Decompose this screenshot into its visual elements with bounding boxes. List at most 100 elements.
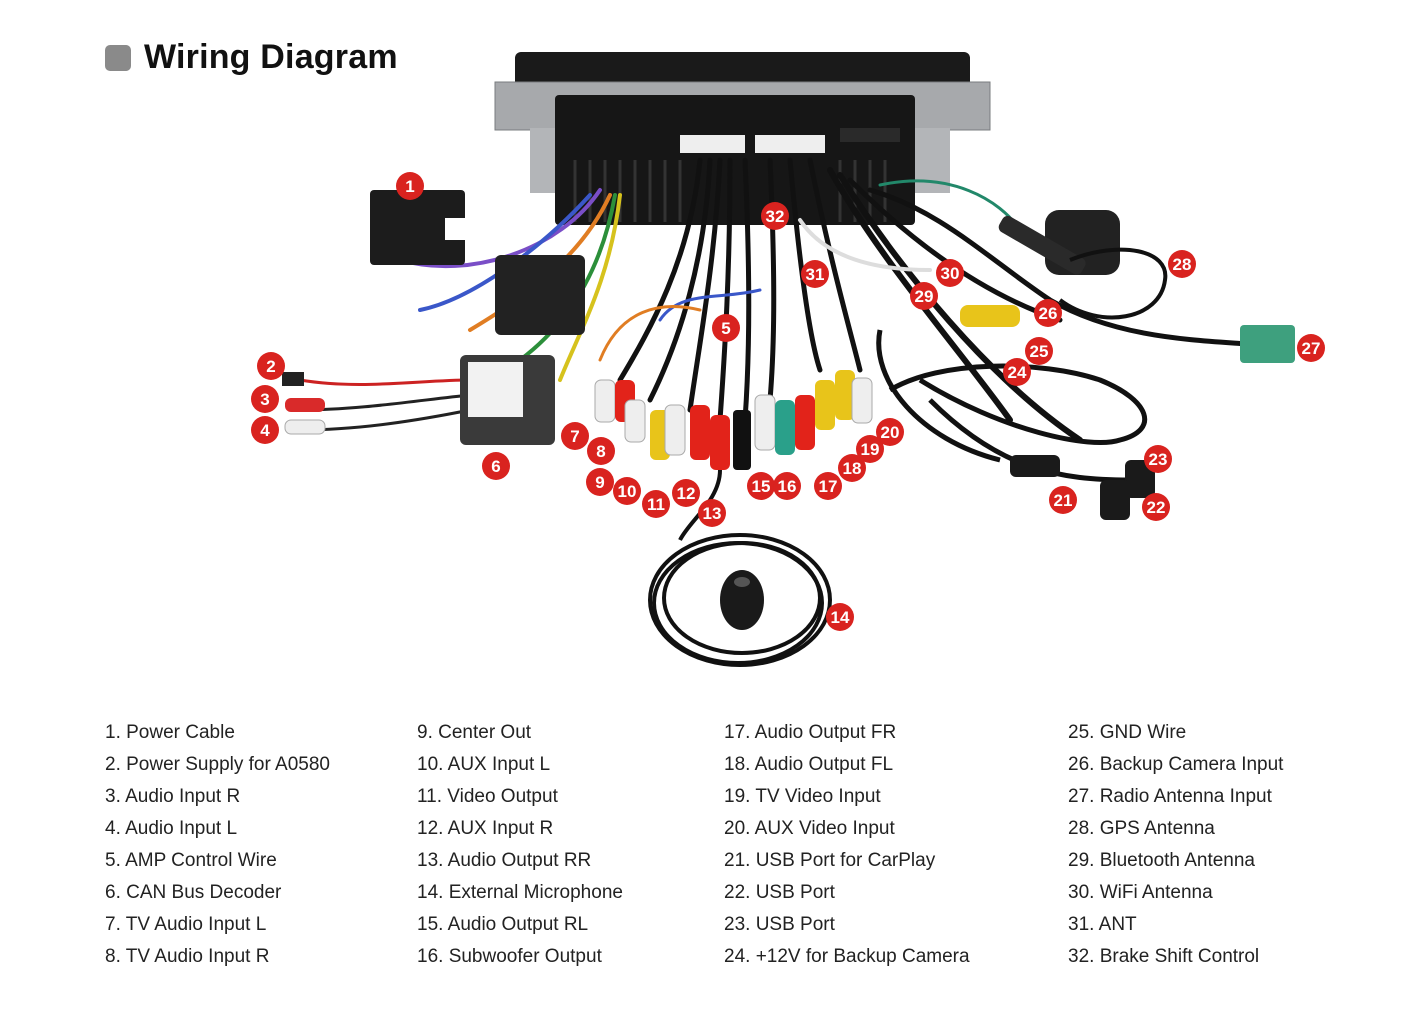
callout-17: 17 [814,472,842,500]
callout-2: 2 [257,352,285,380]
callout-24: 24 [1003,358,1031,386]
callouts: 1 2 3 4 5 6 7 8 9 10 11 12 13 14 15 16 1… [251,172,1325,631]
header-square-icon [105,44,131,71]
svg-text:20: 20 [881,423,900,442]
legend-item: 12. AUX Input R [417,818,554,839]
head-unit [494,52,991,225]
callout-28: 28 [1168,250,1196,278]
callout-1: 1 [396,172,424,200]
svg-text:21: 21 [1054,491,1073,510]
legend-item: 31. ANT [1068,914,1137,935]
callout-4: 4 [251,416,279,444]
legend-item: 17. Audio Output FR [724,722,897,743]
callout-32: 32 [761,202,789,230]
legend-column-2: 9. Center Out 10. AUX Input L 11. Video … [417,720,623,976]
callout-7: 7 [561,422,589,450]
legend-item: 11. Video Output [417,786,558,807]
legend-item: 10. AUX Input L [417,754,551,775]
svg-text:8: 8 [596,442,605,461]
legend-item: 7. TV Audio Input L [105,914,267,935]
callout-9: 9 [586,468,614,496]
callout-16: 16 [773,472,801,500]
callout-23: 23 [1144,445,1172,473]
callout-29: 29 [910,282,938,310]
callout-25: 25 [1025,337,1053,365]
legend-item: 20. AUX Video Input [724,818,895,839]
legend-item: 19. TV Video Input [724,786,881,807]
svg-text:15: 15 [752,477,771,496]
svg-text:7: 7 [570,427,579,446]
callout-10: 10 [613,477,641,505]
legend-item: 18. Audio Output FL [724,754,894,775]
callout-11: 11 [642,490,670,518]
legend-item: 9. Center Out [417,722,532,743]
svg-text:5: 5 [721,319,730,338]
callout-6: 6 [482,452,510,480]
svg-text:24: 24 [1008,363,1027,382]
svg-text:25: 25 [1030,342,1049,361]
svg-text:9: 9 [595,473,604,492]
svg-text:4: 4 [260,421,270,440]
legend-item: 15. Audio Output RL [417,914,589,935]
callout-21: 21 [1049,486,1077,514]
callout-31: 31 [801,260,829,288]
legend-item: 3. Audio Input R [105,786,241,807]
usb-connectors [1010,455,1155,520]
connectors [282,190,1295,445]
callout-12: 12 [672,479,700,507]
callout-14: 14 [826,603,854,631]
legend-column-3: 17. Audio Output FR 18. Audio Output FL … [724,720,970,976]
legend-item: 5. AMP Control Wire [105,850,277,871]
svg-text:19: 19 [861,440,880,459]
svg-text:17: 17 [819,477,838,496]
svg-text:26: 26 [1039,304,1058,323]
legend-item: 21. USB Port for CarPlay [724,850,936,871]
legend-item: 27. Radio Antenna Input [1068,786,1272,807]
callout-22: 22 [1142,493,1170,521]
legend-column-1: 1. Power Cable 2. Power Supply for A0580… [105,720,330,976]
legend-item: 28. GPS Antenna [1068,818,1215,839]
legend-item: 14. External Microphone [417,882,623,903]
svg-text:3: 3 [260,390,269,409]
callout-27: 27 [1297,334,1325,362]
external-microphone-icon [720,570,764,630]
callout-5: 5 [712,314,740,342]
rca-plugs [594,370,873,470]
legend-item: 2. Power Supply for A0580 [105,754,330,775]
legend-item: 30. WiFi Antenna [1068,882,1213,903]
callout-18: 18 [838,454,866,482]
legend-item: 6. CAN Bus Decoder [105,882,282,903]
legend-item: 1. Power Cable [105,722,235,743]
callout-20: 20 [876,418,904,446]
legend-item: 8. TV Audio Input R [105,946,270,967]
svg-text:32: 32 [766,207,785,226]
callout-3: 3 [251,385,279,413]
callout-30: 30 [936,259,964,287]
svg-text:29: 29 [915,287,934,306]
legend-item: 24. +12V for Backup Camera [724,946,970,967]
legend-item: 16. Subwoofer Output [417,946,602,967]
svg-text:14: 14 [831,608,850,627]
legend-item: 29. Bluetooth Antenna [1068,850,1255,871]
svg-text:11: 11 [647,495,665,514]
wiring-diagram-figure: 1 2 3 4 5 6 7 8 9 10 11 12 13 14 15 16 1… [251,52,1325,667]
legend-item: 22. USB Port [724,882,835,903]
legend-column-4: 25. GND Wire 26. Backup Camera Input 27.… [1068,720,1283,976]
svg-text:31: 31 [806,265,825,284]
legend-item: 25. GND Wire [1068,722,1187,743]
legend-item: 4. Audio Input L [105,818,238,839]
legend-item: 26. Backup Camera Input [1068,754,1284,775]
svg-text:6: 6 [491,457,500,476]
svg-text:10: 10 [618,482,637,501]
svg-text:2: 2 [266,357,275,376]
callout-26: 26 [1034,299,1062,327]
legend-item: 23. USB Port [724,914,835,935]
svg-text:18: 18 [843,459,862,478]
callout-15: 15 [747,472,775,500]
svg-text:28: 28 [1173,255,1192,274]
svg-text:30: 30 [941,264,960,283]
svg-text:16: 16 [778,477,797,496]
svg-text:1: 1 [405,177,414,196]
svg-text:23: 23 [1149,450,1168,469]
svg-text:22: 22 [1147,498,1166,517]
